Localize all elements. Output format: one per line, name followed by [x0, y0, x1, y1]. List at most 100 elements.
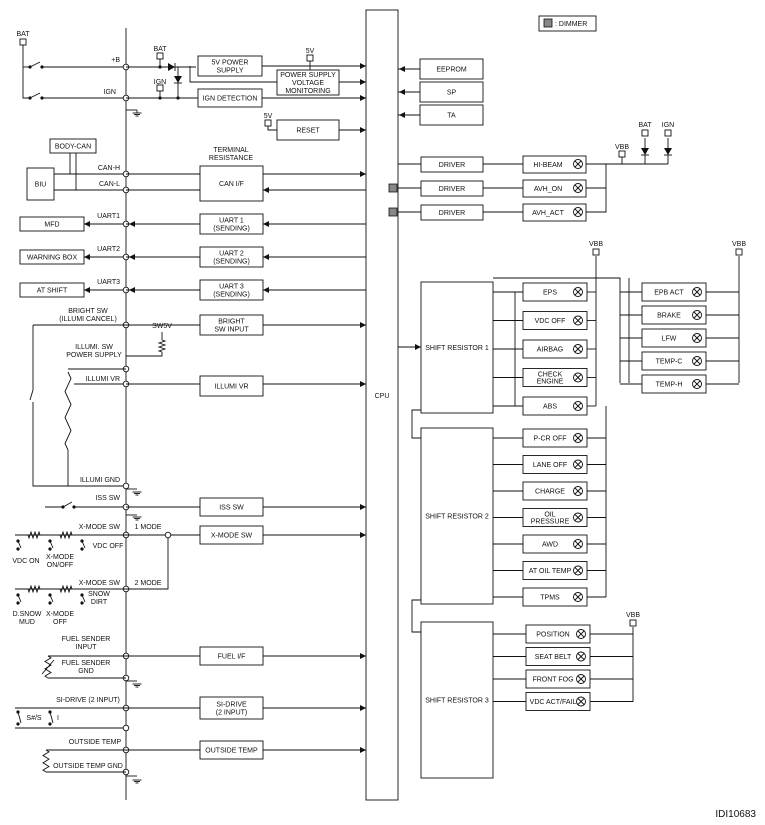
dimmer-marker-1 — [388, 183, 398, 193]
ground-icon-5 — [132, 779, 142, 784]
sr1r-indicator-label-3: TEMP-C — [656, 359, 683, 366]
sr3-indicator-lamp-0 — [576, 629, 586, 639]
can-l-pin-label-line: CAN-L — [99, 181, 120, 188]
v5-terminal-icon-2 — [264, 119, 272, 127]
uart1-block-label-line: UART 1 — [219, 218, 244, 225]
sr2-indicator-label-5-line: AT OIL TEMP — [529, 568, 572, 575]
lamp-filament — [577, 653, 585, 660]
sr1-indicator-lamp-3 — [573, 372, 583, 383]
lamp-filament — [693, 380, 701, 388]
vbb-label-2-line: VBB — [589, 241, 603, 248]
lamp-filament — [574, 514, 582, 521]
sw5v-label: SW5V — [152, 323, 172, 330]
si-drive-block-label-line: (2 INPUT) — [216, 710, 248, 717]
can-if-block — [199, 165, 264, 202]
diagram-id-line: IDI10683 — [715, 809, 756, 820]
outside-temp-pin-label-line: OUTSIDE TEMP — [69, 739, 122, 746]
memory-0 — [419, 58, 484, 80]
vbb-terminal-icon-2 — [592, 248, 600, 256]
arrow-right-icon — [360, 705, 366, 711]
v5-terminal-icon — [306, 54, 314, 62]
cpu-label: CPU — [375, 393, 390, 400]
fuel-if-block-label-line: FUEL I/F — [218, 654, 246, 661]
i-switch-icon — [49, 711, 54, 724]
vbb-terminal-icon-4 — [629, 619, 637, 627]
sr1r-indicator-label-4-line: TEMP-H — [656, 382, 683, 389]
cpu-label-line: CPU — [375, 393, 390, 400]
sr1-sr2-chain — [411, 409, 421, 439]
can-h-pin-label: CAN-H — [98, 165, 120, 172]
bat3-label: BAT — [638, 122, 652, 129]
fuel-gnd-pin-label-line: GND — [78, 668, 94, 675]
xmode-onoff-label-line: X-MODE — [46, 554, 74, 561]
memory-2 — [419, 104, 484, 126]
vdc-on-label-line: VDC ON — [12, 558, 39, 565]
shift-register-label-2: SHIFT RESISTOR 2 — [425, 514, 489, 521]
illumi-gnd-wire — [67, 450, 126, 487]
sr3-indicator-box-1 — [525, 647, 591, 666]
sr1r-indicator-label-2-line: LFW — [662, 336, 677, 343]
terminal-resistance-label-line: TERMINAL — [213, 147, 249, 154]
bat-label-line: BAT — [16, 31, 30, 38]
lamp-icon-0 — [573, 159, 583, 169]
si-drive-block-label-line: SI-DRIVE — [216, 702, 247, 709]
ign-switch-icon — [29, 92, 41, 99]
arrow-left-icon — [263, 287, 269, 293]
ign2-label-line: IGN — [154, 79, 166, 86]
sr2-indicator-label-4: AWD — [542, 542, 558, 549]
lamp-filament — [574, 461, 582, 468]
xmode1-pin-label: X-MODE SW — [79, 524, 121, 531]
sr3-indicator-label-0-line: POSITION — [536, 632, 569, 639]
x-mode-sw-block-label: X-MODE SW — [211, 533, 253, 540]
iss-sw-block-label-line: ISS SW — [219, 505, 244, 512]
sw5v-resistor-icon — [157, 339, 167, 353]
uart2-block-label-line: UART 2 — [219, 251, 244, 258]
terminal-resistance-label-line: RESISTANCE — [209, 155, 254, 162]
lamp-filament — [577, 630, 585, 638]
shift-register-label-3-line: SHIFT RESISTOR 3 — [425, 698, 489, 705]
ign2-terminal-icon — [156, 84, 164, 92]
lamp-filament — [577, 675, 585, 683]
bright-sw-input-block-label-line: BRIGHT — [218, 319, 245, 326]
uart1-external-unit-label: MFD — [44, 222, 59, 229]
uart1-block-label-line: (SENDING) — [213, 226, 250, 233]
i-label: I — [57, 715, 59, 722]
legend-box — [538, 15, 597, 32]
junction-dot — [48, 601, 52, 605]
plusb-pin-label: +B — [111, 57, 120, 64]
bat3-terminal-icon — [641, 129, 649, 137]
junction-dot — [80, 547, 84, 551]
arrow-right-icon — [360, 63, 366, 69]
dsnow-mud-switch-icon — [17, 594, 22, 603]
sr2-indicator-label-4-line: AWD — [542, 542, 558, 549]
arrow-left-icon — [399, 112, 405, 118]
uart2-external-unit-label: WARNING BOX — [27, 255, 78, 262]
lamp-filament — [693, 288, 701, 296]
sr2-indicator-lamp-6 — [573, 592, 583, 602]
ign3-terminal-icon — [664, 129, 672, 137]
can-h-pin-label-line: CAN-H — [98, 165, 120, 172]
arrow-right-icon — [360, 747, 366, 753]
uart1-external-unit-label-line: MFD — [44, 222, 59, 229]
can-if-block-label-line: CAN I/F — [219, 181, 244, 188]
memory-0-label-line: EEPROM — [436, 67, 467, 74]
sr1-indicator-label-1-line: VDC OFF — [535, 318, 566, 325]
arrow-left-icon — [263, 187, 269, 193]
bat2-terminal-icon — [156, 52, 164, 60]
dsnow-mud-label-line: D.SNOW — [13, 611, 42, 618]
ground-icon-3 — [132, 516, 142, 521]
sr2-indicator-box-2 — [522, 481, 588, 501]
xmode1-pin-label-line: X-MODE SW — [79, 524, 121, 531]
driver-0 — [420, 156, 484, 173]
sr2-indicator-lamp-0 — [573, 433, 583, 443]
plusb-pin-label-line: +B — [111, 57, 120, 64]
biu-unit-label-line: BIU — [35, 182, 47, 189]
fuel-if-block-label: FUEL I/F — [218, 654, 246, 661]
arrow-right-icon — [360, 504, 366, 510]
terminal-node — [122, 482, 130, 490]
illumi-pot-icon — [64, 371, 72, 451]
can-l-pin-label: CAN-L — [99, 181, 120, 188]
sr2-indicator-box-6 — [522, 587, 588, 607]
